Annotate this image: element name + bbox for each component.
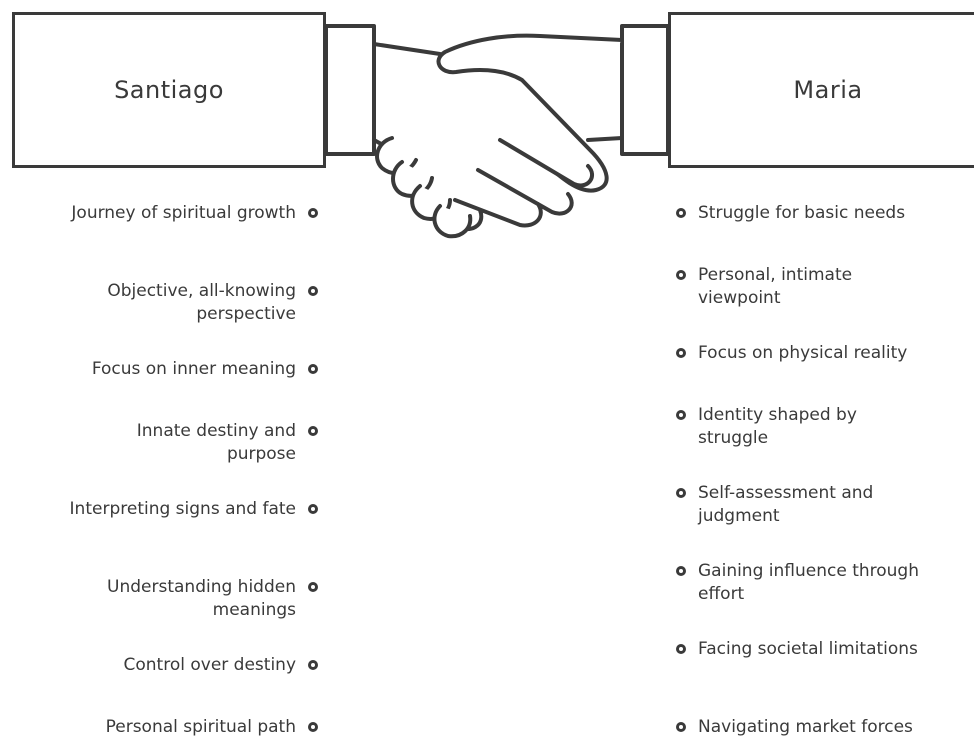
- maria-item: Focus on physical reality: [676, 342, 907, 365]
- santiago-item-text: Objective, all-knowing perspective: [107, 281, 296, 324]
- bullet-icon: [308, 722, 318, 732]
- maria-item: Self-assessment and judgment: [676, 482, 923, 528]
- bullet-icon: [308, 208, 318, 218]
- maria-item: Personal, intimate viewpoint: [676, 264, 923, 310]
- santiago-item: Control over destiny: [123, 654, 318, 677]
- bullet-icon: [308, 426, 318, 436]
- bullet-icon: [676, 348, 686, 358]
- maria-item: Identity shaped by struggle: [676, 404, 923, 450]
- santiago-title-box: Santiago: [12, 12, 326, 168]
- maria-item: Gaining influence through effort: [676, 560, 923, 606]
- santiago-item-text: Interpreting signs and fate: [69, 499, 296, 519]
- handshake-icon: [324, 24, 670, 239]
- maria-item-text: Facing societal limitations: [698, 639, 918, 659]
- maria-item-text: Self-assessment and judgment: [698, 483, 874, 526]
- santiago-item: Personal spiritual path: [106, 716, 318, 739]
- maria-item-text: Struggle for basic needs: [698, 203, 906, 223]
- maria-title-box: Maria: [668, 12, 974, 168]
- bullet-icon: [676, 566, 686, 576]
- santiago-item-text: Control over destiny: [123, 655, 297, 675]
- bullet-icon: [308, 660, 318, 670]
- santiago-item-text: Innate destiny and purpose: [136, 421, 296, 464]
- santiago-item-text: Focus on inner meaning: [91, 359, 296, 379]
- maria-item-text: Identity shaped by struggle: [698, 405, 857, 448]
- bullet-icon: [676, 270, 686, 280]
- santiago-item-text: Understanding hidden meanings: [107, 577, 296, 620]
- santiago-item: Journey of spiritual growth: [71, 202, 318, 225]
- santiago-item-text: Personal spiritual path: [105, 717, 296, 737]
- maria-item-text: Personal, intimate viewpoint: [698, 265, 853, 308]
- bullet-icon: [676, 488, 686, 498]
- santiago-title: Santiago: [114, 76, 224, 104]
- santiago-item: Innate destiny and purpose: [66, 420, 318, 466]
- bullet-icon: [308, 286, 318, 296]
- maria-item: Struggle for basic needs: [676, 202, 905, 225]
- santiago-item: Objective, all-knowing perspective: [66, 280, 318, 326]
- bullet-icon: [308, 582, 318, 592]
- bullet-icon: [676, 644, 686, 654]
- maria-item-text: Gaining influence through effort: [698, 561, 919, 604]
- santiago-item: Understanding hidden meanings: [66, 576, 318, 622]
- bullet-icon: [676, 722, 686, 732]
- bullet-icon: [676, 208, 686, 218]
- maria-item: Facing societal limitations: [676, 638, 918, 661]
- maria-item-text: Navigating market forces: [698, 717, 913, 737]
- bullet-icon: [308, 504, 318, 514]
- maria-item-text: Focus on physical reality: [698, 343, 908, 363]
- santiago-item-text: Journey of spiritual growth: [71, 203, 296, 223]
- bullet-icon: [676, 410, 686, 420]
- santiago-item: Interpreting signs and fate: [70, 498, 318, 521]
- santiago-item: Focus on inner meaning: [92, 358, 318, 381]
- maria-item: Navigating market forces: [676, 716, 913, 739]
- maria-title: Maria: [793, 76, 863, 104]
- bullet-icon: [308, 364, 318, 374]
